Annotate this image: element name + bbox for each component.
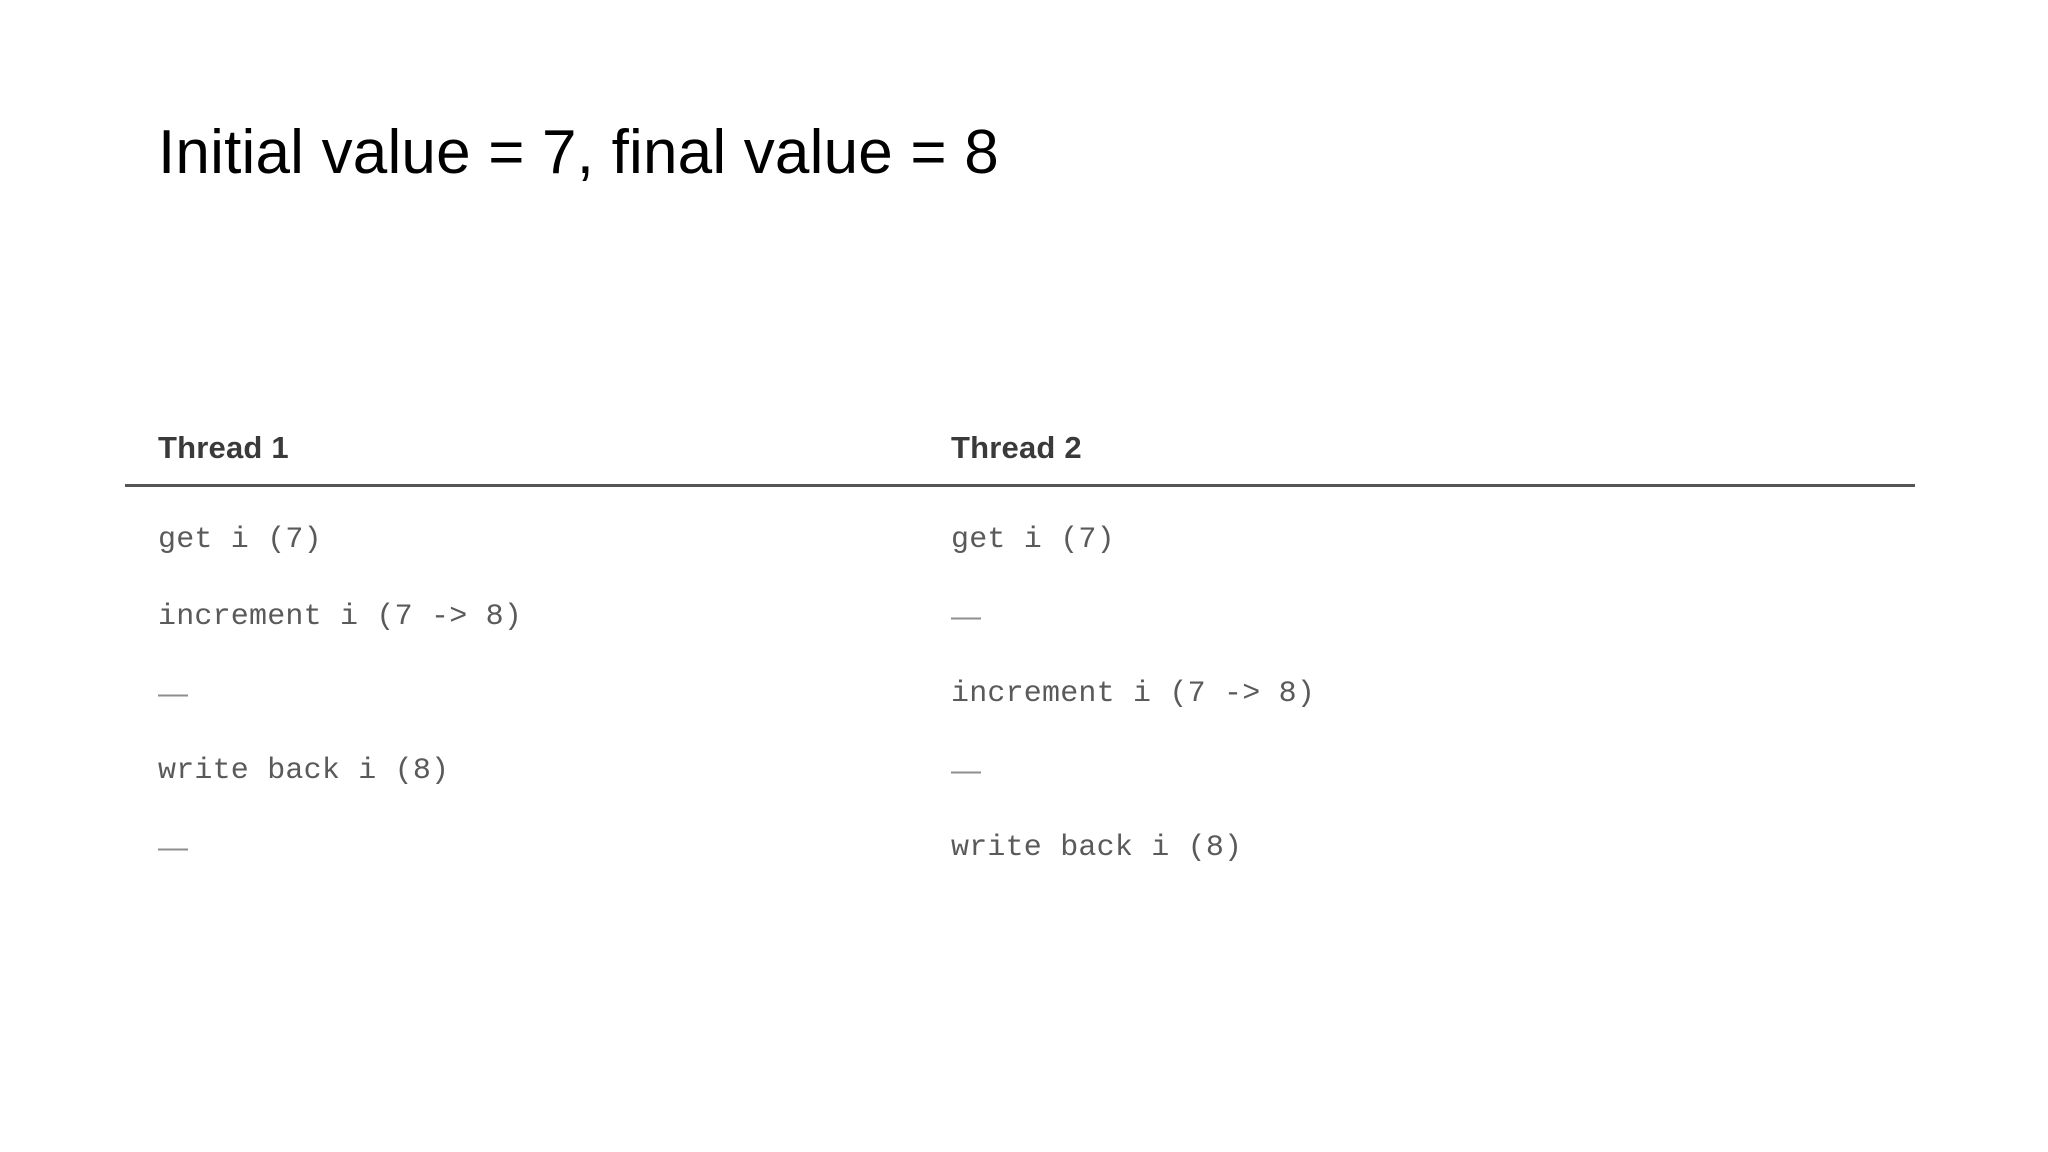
table-row: — write back i (8) [125,809,1915,886]
cell-thread1-step-2: increment i (7 -> 8) [158,599,523,634]
cell-thread2-step-1: get i (7) [951,522,1115,557]
cell-thread2-step-4: — [951,753,982,787]
cell-thread2-step-5: write back i (8) [951,830,1243,865]
thread-interleaving-table: Thread 1 Thread 2 get i (7) get i (7) in… [125,430,1915,886]
cell-thread2-step-3: increment i (7 -> 8) [951,676,1316,711]
table-body: get i (7) get i (7) increment i (7 -> 8)… [125,487,1915,886]
table-row: increment i (7 -> 8) — [125,578,1915,655]
cell-thread2-step-2: — [951,599,982,633]
column-header-thread-1: Thread 1 [158,430,289,465]
page-title: Initial value = 7, final value = 8 [158,118,999,187]
table-row: — increment i (7 -> 8) [125,655,1915,732]
header-divider-rule [125,484,1915,487]
table-header-row: Thread 1 Thread 2 [125,430,1915,484]
cell-thread1-step-4: write back i (8) [158,753,450,788]
cell-thread1-step-1: get i (7) [158,522,322,557]
column-header-thread-2: Thread 2 [951,430,1082,465]
cell-thread1-step-5: — [158,830,189,864]
table-row: write back i (8) — [125,732,1915,809]
table-row: get i (7) get i (7) [125,501,1915,578]
cell-thread1-step-3: — [158,676,189,710]
